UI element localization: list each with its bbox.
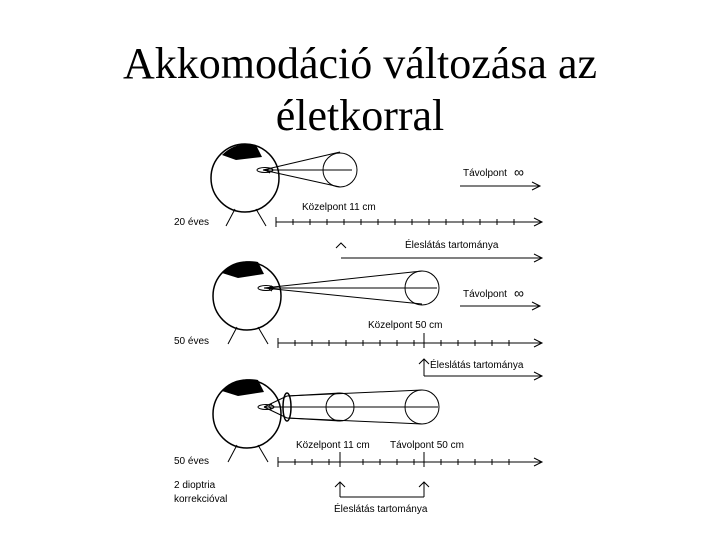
head-figure bbox=[210, 143, 280, 227]
far-point-label: Távolpont bbox=[463, 168, 507, 179]
age-label: 50 éves bbox=[174, 456, 209, 467]
infinity-symbol: ∞ bbox=[514, 164, 524, 180]
focus-cone bbox=[263, 389, 440, 425]
slide-title: Akkomodáció változása az életkorral bbox=[0, 38, 720, 142]
distance-axis bbox=[275, 217, 544, 227]
age-label: 20 éves bbox=[174, 217, 209, 228]
far-point-label: Távolpont 50 cm bbox=[390, 440, 464, 451]
title-line-2: életkorral bbox=[275, 91, 445, 140]
clear-vision-range bbox=[334, 481, 430, 498]
title-line-1: Akkomodáció változása az bbox=[122, 39, 598, 88]
age-label: 50 éves bbox=[174, 336, 209, 347]
head-figure bbox=[212, 379, 282, 463]
panel-50-years-corrected: Közelpont 11 cm Távolpont 50 cm 50 éves … bbox=[174, 379, 544, 515]
distance-axis bbox=[277, 333, 544, 348]
clear-vision-range-label: Éleslátás tartománya bbox=[430, 358, 524, 371]
head-figure bbox=[212, 261, 282, 345]
distance-axis bbox=[277, 452, 544, 467]
panel-20-years: Távolpont ∞ Közelp bbox=[174, 143, 544, 263]
correction-label-line-1: 2 dioptria bbox=[174, 480, 216, 491]
panel-50-years: Távolpont ∞ Közelp bbox=[174, 261, 544, 381]
far-point-arrow bbox=[460, 301, 542, 311]
near-point-label: Közelpont 50 cm bbox=[368, 320, 443, 331]
infinity-symbol: ∞ bbox=[514, 285, 524, 301]
focus-cone bbox=[262, 151, 358, 188]
near-point-label: Közelpont 11 cm bbox=[296, 440, 370, 451]
near-point-label: Közelpont 11 cm bbox=[302, 202, 376, 213]
clear-vision-range-label: Éleslátás tartománya bbox=[405, 238, 499, 251]
clear-vision-range-label: Éleslátás tartománya bbox=[334, 502, 428, 515]
clear-vision-range bbox=[418, 358, 544, 381]
focus-cone bbox=[263, 270, 440, 306]
correction-label-line-2: korrekcióval bbox=[174, 494, 227, 505]
far-point-label: Távolpont bbox=[463, 289, 507, 300]
clear-vision-range bbox=[335, 242, 544, 263]
far-point-arrow bbox=[460, 181, 542, 191]
